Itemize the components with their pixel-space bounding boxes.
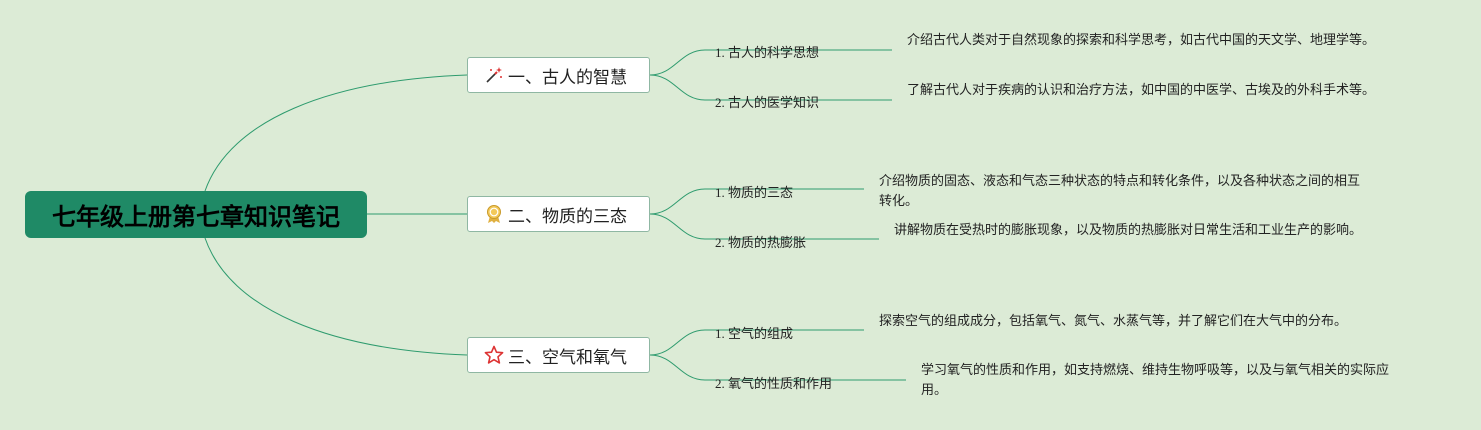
magic-wand-icon — [484, 65, 504, 85]
topic-oxygen-properties[interactable]: 2. 氧气的性质和作用 — [715, 376, 833, 391]
topic-ancient-medicine[interactable]: 2. 古人的医学知识 — [715, 95, 820, 110]
root-title: 七年级上册第七章知识笔记 — [52, 203, 340, 231]
topic-description: 讲解物质在受热时的膨胀现象，以及物质的热膨胀对日常生活和工业生产的影响。 — [894, 223, 1363, 238]
connector-root-b3 — [204, 237, 468, 356]
topic-three-states[interactable]: 1. 物质的三态 — [715, 185, 794, 200]
connector-b1-t1 — [649, 49, 706, 76]
branch-label: 三、空气和氧气 — [508, 347, 627, 368]
topic-description: 介绍物质的固态、液态和气态三种状态的特点和转化条件，以及各种状态之间的相互转化。 — [879, 174, 1361, 209]
star-icon — [484, 345, 504, 365]
branch-node-air-oxygen[interactable]: 三、空气和氧气 — [467, 337, 650, 373]
branch-node-ancient-wisdom[interactable]: 一、古人的智慧 — [467, 57, 650, 93]
branch-label: 一、古人的智慧 — [508, 67, 627, 88]
connector-root-b1 — [204, 74, 468, 192]
topic-description: 学习氧气的性质和作用，如支持燃烧、维持生物呼吸等，以及与氧气相关的实际应用。 — [921, 363, 1390, 398]
topic-thermal-expansion[interactable]: 2. 物质的热膨胀 — [715, 235, 807, 250]
branch-label: 二、物质的三态 — [508, 206, 627, 227]
connector-b1-t2 — [649, 74, 706, 101]
topic-description: 了解古代人对于疾病的认识和治疗方法，如中国的中医学、古埃及的外科手术等。 — [907, 83, 1376, 98]
topic-air-composition[interactable]: 1. 空气的组成 — [715, 326, 794, 341]
connector-b3-t2 — [649, 354, 706, 381]
connector-b2-t1 — [649, 188, 706, 215]
connector-b3-t1 — [649, 329, 706, 356]
topic-description: 介绍古代人类对于自然现象的探索和科学思考，如古代中国的天文学、地理学等。 — [907, 33, 1376, 48]
award-ribbon-icon — [484, 204, 504, 224]
topic-ancient-science[interactable]: 1. 古人的科学思想 — [715, 45, 820, 60]
topic-description: 探索空气的组成成分，包括氧气、氮气、水蒸气等，并了解它们在大气中的分布。 — [879, 314, 1348, 329]
connector-b2-t2 — [649, 213, 706, 240]
root-node[interactable]: 七年级上册第七章知识笔记 — [25, 191, 367, 238]
branch-node-three-states[interactable]: 二、物质的三态 — [467, 196, 650, 232]
